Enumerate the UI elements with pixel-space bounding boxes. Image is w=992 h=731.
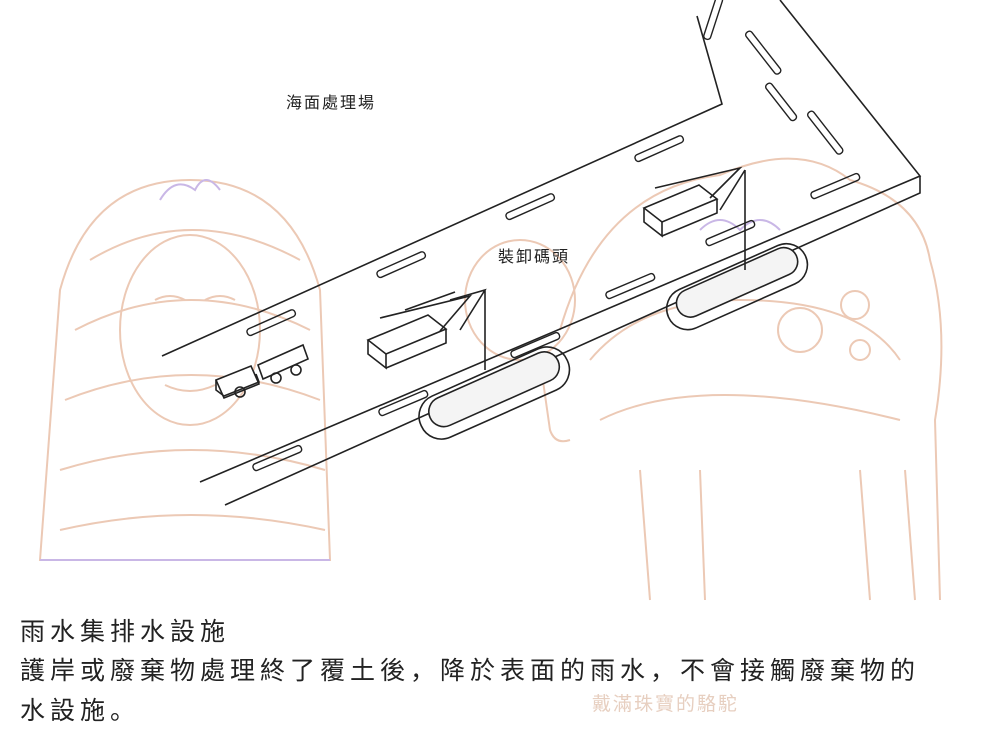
- wharf-edge-line: [224, 176, 921, 506]
- crane-right: [642, 166, 743, 238]
- pharaoh-watermark: [38, 178, 332, 561]
- watermark-caption: 戴滿珠寶的駱駝: [592, 693, 740, 715]
- paragraph-line-1: 護岸或廢棄物處理終了覆土後，降於表面的雨水，不會接觸廢棄物的: [20, 656, 921, 685]
- sea-area-label: 海面處理場: [286, 93, 376, 112]
- crane-left: [366, 291, 473, 370]
- paragraph-line-2: 水設施。: [20, 696, 141, 725]
- sea-boundary-line: [161, 15, 723, 357]
- fence-segments-upper: [246, 0, 844, 337]
- section-paragraph: 護岸或廢棄物處理終了覆土後，降於表面的雨水，不會接觸廢棄物的 水設施。: [20, 651, 992, 731]
- wharf-label: 裝卸碼頭: [498, 247, 570, 266]
- port-diagram: [161, 0, 922, 506]
- barge-left: [418, 288, 571, 440]
- section-heading: 雨水集排水設施: [20, 617, 231, 646]
- dump-truck: [214, 343, 310, 400]
- fence-segments-lower: [252, 172, 861, 472]
- barge-right: [665, 169, 809, 331]
